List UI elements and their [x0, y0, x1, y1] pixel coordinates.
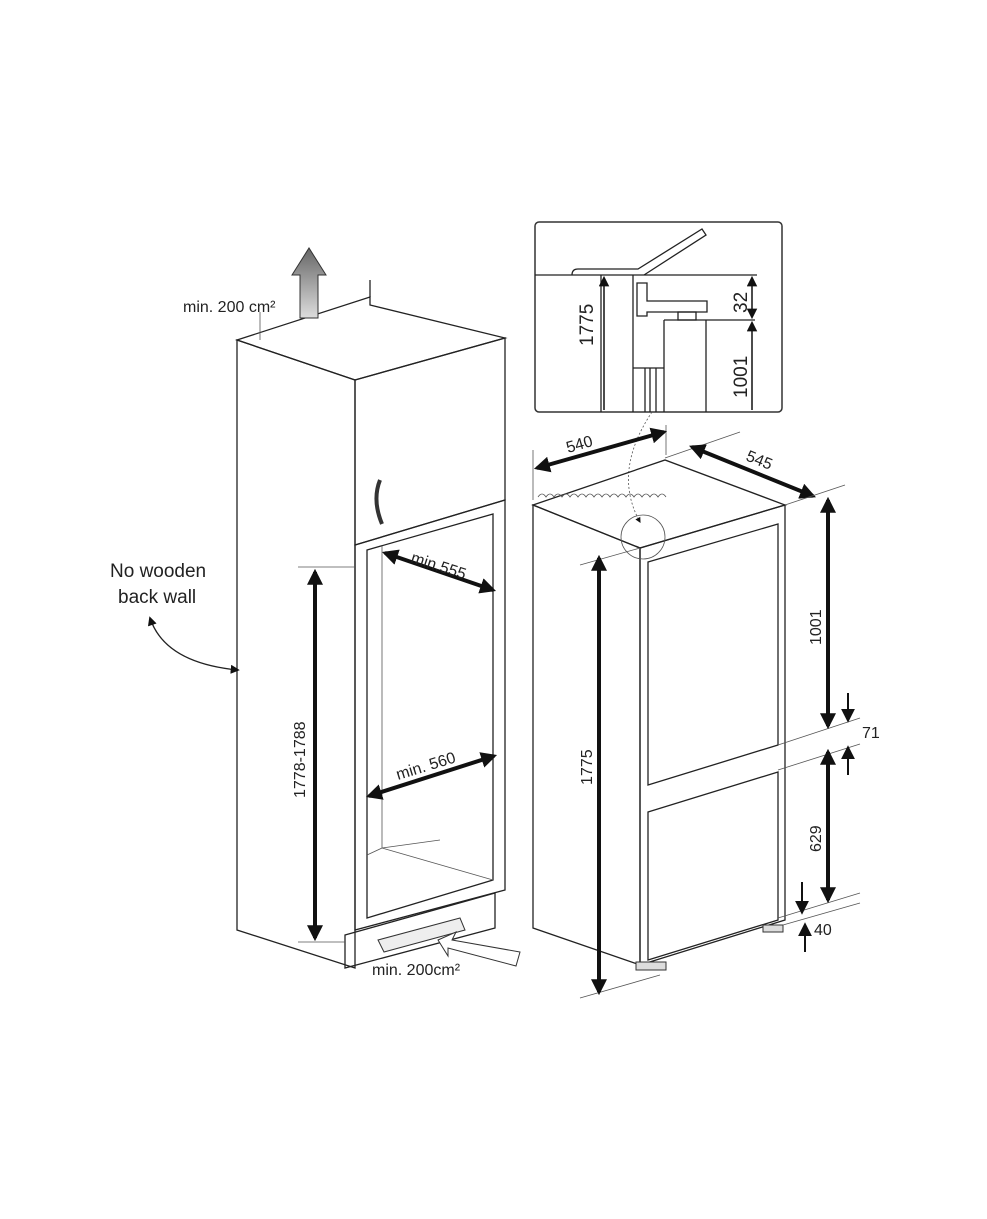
detail-height-label: 1775 [577, 304, 598, 346]
kitchen-cabinet [234, 280, 508, 969]
top-vent-label: min. 200 cm² [183, 299, 276, 316]
detail-upper-label: 1001 [731, 356, 752, 398]
upper-door-label: 1001 [808, 609, 825, 645]
curved-arrow-icon [147, 616, 240, 674]
fridge-height-label: 1775 [579, 749, 596, 785]
cabinet-top [234, 296, 508, 381]
niche-frame [354, 499, 506, 931]
detail-callout-circle [620, 514, 666, 560]
airflow-up-arrow-icon [291, 247, 327, 319]
depth-label: min.555 [409, 550, 468, 584]
detail-gap-label: 32 [731, 292, 752, 313]
door-gap-label: 71 [862, 725, 880, 742]
bottom-vent-label: min. 200cm² [372, 962, 461, 979]
fridge-top [531, 459, 788, 549]
cabinet-side-panel [236, 339, 356, 969]
fridge-side [532, 504, 641, 966]
fridge-width-label: 540 [564, 433, 594, 457]
door-handle-icon [374, 479, 384, 525]
note-line1: No wooden [110, 561, 206, 582]
depth-arrow [381, 549, 497, 594]
width-arrow [533, 427, 668, 473]
bottom-gap-label: 40 [814, 922, 832, 939]
plinth [344, 892, 496, 969]
fridge-front [639, 504, 786, 966]
upper-door [647, 523, 779, 786]
width-arrow [365, 752, 498, 800]
lower-door-label: 629 [808, 825, 825, 852]
lower-door [647, 771, 779, 961]
plinth-vent [377, 917, 466, 953]
depth-arrow [689, 444, 816, 499]
built-in-fridge [531, 459, 788, 971]
hinge-detail-inset [534, 221, 783, 413]
airflow-in-arrow-icon [437, 930, 521, 967]
niche-height-label: 1778-1788 [292, 721, 309, 798]
note-line2: back wall [118, 587, 196, 608]
